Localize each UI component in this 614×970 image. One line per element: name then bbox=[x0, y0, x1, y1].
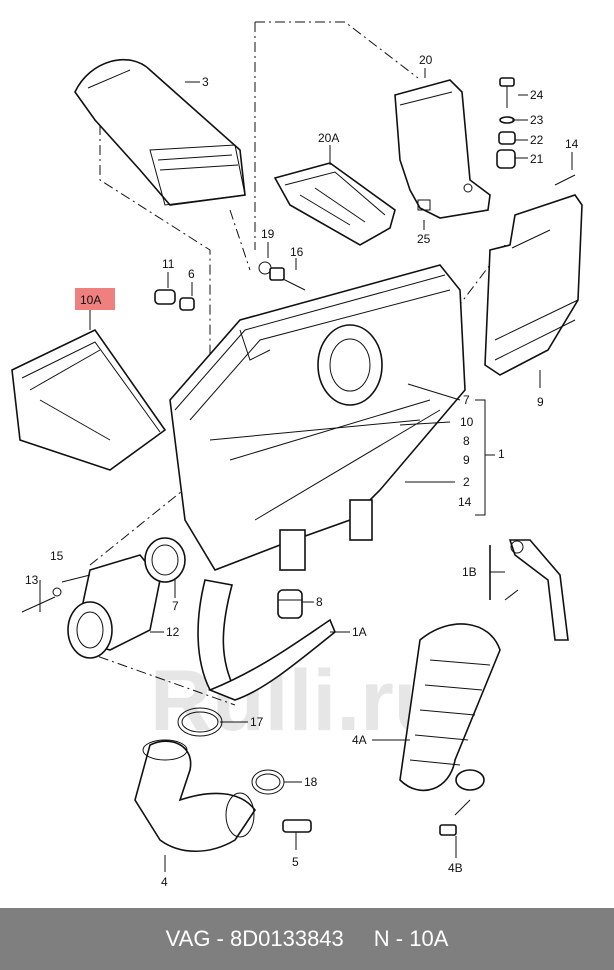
callout-1: 1 bbox=[498, 447, 505, 461]
hardware-stack bbox=[496, 77, 516, 169]
part-number-footer: VAG - 8D0133843 N - 10A bbox=[0, 908, 614, 970]
callout-2: 2 bbox=[463, 475, 470, 489]
callout-22: 22 bbox=[530, 133, 544, 147]
callout-23: 23 bbox=[530, 113, 544, 127]
callout-25: 25 bbox=[417, 232, 431, 246]
footer-part-number: 8D0133843 bbox=[230, 926, 344, 951]
footer-ref: N - 10A bbox=[373, 926, 449, 951]
callout-1A: 1A bbox=[352, 625, 367, 639]
callout-4A: 4A bbox=[352, 733, 367, 747]
callout-11: 11 bbox=[162, 257, 175, 271]
shield-part-9 bbox=[484, 194, 583, 376]
callout-9-housing: 9 bbox=[463, 453, 470, 467]
callout-10: 10 bbox=[460, 415, 474, 429]
parts-diagram: Rulli.ru bbox=[11, 21, 583, 889]
corrugated-hose-part-4A bbox=[399, 623, 501, 836]
callout-16: 16 bbox=[290, 245, 304, 259]
callout-20A: 20A bbox=[318, 131, 339, 145]
duct-part-20A bbox=[273, 162, 396, 246]
callout-8-grommet: 8 bbox=[316, 595, 323, 609]
callout-7-gasket: 7 bbox=[172, 599, 179, 613]
callout-6: 6 bbox=[188, 267, 195, 281]
small-hardware bbox=[154, 174, 576, 311]
highlight-box bbox=[75, 288, 115, 310]
hose-part-1A bbox=[197, 579, 336, 701]
air-filter-housing bbox=[169, 264, 466, 571]
callout-12: 12 bbox=[166, 625, 180, 639]
callout-14-top: 14 bbox=[565, 137, 579, 151]
callout-24: 24 bbox=[530, 88, 544, 102]
callout-19: 19 bbox=[261, 227, 275, 241]
callout-5: 5 bbox=[292, 855, 299, 869]
callout-4B: 4B bbox=[448, 861, 463, 875]
panel-part-10A bbox=[11, 328, 167, 471]
footer-brand: VAG bbox=[165, 926, 211, 951]
sensor-hose-part-1B bbox=[489, 539, 569, 641]
clamps-and-fittings bbox=[177, 707, 312, 833]
callout-8-housing: 8 bbox=[463, 434, 470, 448]
callout-15: 15 bbox=[50, 549, 64, 563]
lower-duct-part-4 bbox=[134, 739, 256, 853]
callout-labels: 3 20 24 23 22 21 20A 14 25 19 16 11 6 10… bbox=[25, 53, 579, 889]
callout-20: 20 bbox=[419, 53, 433, 67]
grommet-part-8 bbox=[277, 589, 303, 619]
callout-10A: 10A bbox=[80, 293, 101, 307]
bracket-part-20 bbox=[394, 79, 491, 219]
callout-13: 13 bbox=[25, 573, 39, 587]
callout-21: 21 bbox=[530, 152, 544, 166]
leader-lines bbox=[39, 68, 573, 872]
callout-14-housing: 14 bbox=[458, 495, 472, 509]
intake-duct-part bbox=[74, 58, 246, 206]
throttle-assembly bbox=[21, 537, 186, 659]
callout-3: 3 bbox=[202, 75, 209, 89]
callout-4: 4 bbox=[161, 875, 168, 889]
dashed-guides bbox=[79, 21, 506, 706]
watermark-text: Rulli.ru bbox=[150, 653, 446, 749]
callout-7: 7 bbox=[463, 393, 470, 407]
callout-17: 17 bbox=[250, 715, 264, 729]
callout-1B: 1B bbox=[462, 565, 477, 579]
callout-18: 18 bbox=[304, 775, 318, 789]
callout-9-shield: 9 bbox=[537, 395, 544, 409]
